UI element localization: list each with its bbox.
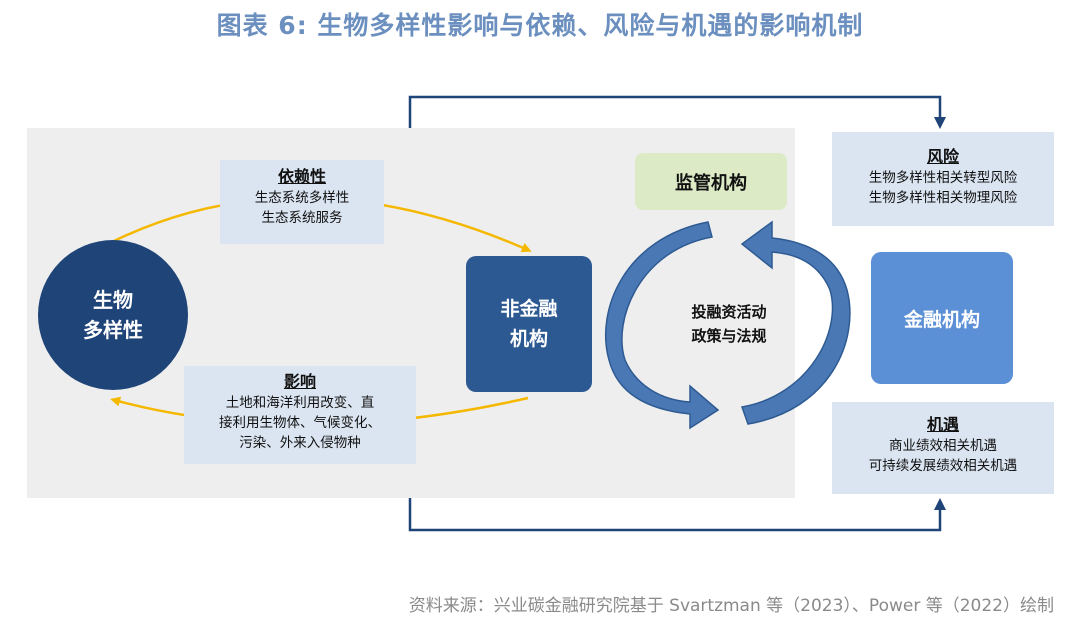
dependency-line: 生态系统多样性 — [254, 190, 350, 206]
opportunity-line: 可持续发展绩效相关机遇 — [868, 458, 1018, 474]
source-note: 资料来源：兴业碳金融研究院基于 Svartzman 等（2023）、Power … — [408, 596, 1054, 616]
page-title: 图表 6: 生物多样性影响与依赖、风险与机遇的影响机制 — [216, 11, 864, 40]
biodiversity-label-1: 生物 — [93, 288, 133, 312]
non-financial-label-1: 非金融 — [500, 298, 558, 320]
financial-institution-node: 金融机构 — [871, 252, 1013, 384]
biodiversity-node: 生物 多样性 — [38, 240, 188, 390]
dependency-heading: 依赖性 — [277, 167, 326, 186]
impact-heading: 影响 — [283, 372, 316, 391]
impact-line: 接利用生物体、气候变化、 — [219, 415, 381, 431]
opportunity-line: 商业绩效相关机遇 — [889, 438, 997, 454]
impact-line: 污染、外来入侵物种 — [239, 435, 361, 451]
risk-line: 生物多样性相关物理风险 — [868, 190, 1018, 206]
cycle-label-1: 投融资活动 — [691, 303, 767, 321]
cycle-label-2: 政策与法规 — [691, 327, 767, 345]
risk-box: 风险 生物多样性相关转型风险 生物多样性相关物理风险 — [832, 132, 1054, 226]
opportunity-route-arrow — [408, 498, 946, 532]
risk-route-arrow — [408, 95, 946, 129]
opportunity-heading: 机遇 — [926, 415, 959, 434]
non-financial-label-2: 机构 — [509, 328, 548, 350]
impact-line: 土地和海洋利用改变、直 — [225, 395, 375, 411]
cycle-center-label: 投融资活动 政策与法规 — [664, 300, 794, 348]
impact-box: 影响 土地和海洋利用改变、直 接利用生物体、气候变化、 污染、外来入侵物种 — [184, 366, 416, 464]
regulator-node: 监管机构 — [635, 153, 787, 210]
risk-line: 生物多样性相关转型风险 — [868, 170, 1018, 186]
biodiversity-label-2: 多样性 — [83, 318, 143, 342]
risk-heading: 风险 — [926, 147, 959, 166]
non-financial-institution-node: 非金融 机构 — [466, 256, 592, 392]
dependency-line: 生态系统服务 — [261, 210, 343, 226]
opportunity-box: 机遇 商业绩效相关机遇 可持续发展绩效相关机遇 — [832, 402, 1054, 494]
dependency-box: 依赖性 生态系统多样性 生态系统服务 — [220, 160, 384, 244]
